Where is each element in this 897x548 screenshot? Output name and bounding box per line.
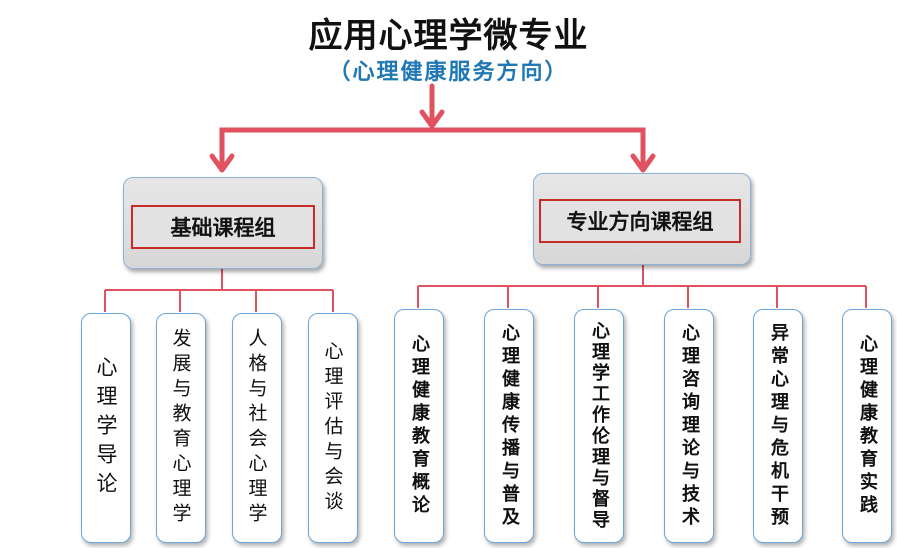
course-psychology-ethics-supervision: 心理学工作伦理与督导 <box>574 309 624 543</box>
arrow-to-specialty <box>630 153 656 173</box>
course-label: 心理咨询理论与技术 <box>679 322 700 530</box>
splitter-line <box>219 127 646 170</box>
specialty-group-label-text: 专业方向课程组 <box>566 210 714 234</box>
course-label: 人格与社会心理学 <box>245 328 268 528</box>
course-label: 心理健康教育实践 <box>857 334 878 518</box>
course-label: 心理健康传播与普及 <box>499 322 520 530</box>
basic-group-label: 基础课程组 <box>131 205 315 249</box>
course-intro-psychology: 心理学导论 <box>81 313 131 543</box>
course-counseling-theory-technique: 心理咨询理论与技术 <box>664 309 714 543</box>
course-label: 心理评估与会谈 <box>321 340 344 516</box>
diagram-subtitle: （心理健康服务方向） <box>328 59 569 85</box>
course-label: 心理学导论 <box>94 355 118 501</box>
basic-group-label-text: 基础课程组 <box>170 216 276 240</box>
course-label: 异常心理与危机干预 <box>768 322 789 530</box>
course-label: 心理学工作伦理与督导 <box>589 321 610 531</box>
specialty-group-label: 专业方向课程组 <box>539 199 741 243</box>
arrow-to-basic <box>209 153 235 173</box>
course-label: 心理健康教育概论 <box>409 334 430 518</box>
course-mental-health-education-intro: 心理健康教育概论 <box>394 309 444 543</box>
course-abnormal-crisis-intervention: 异常心理与危机干预 <box>753 309 803 543</box>
course-mental-health-education-practice: 心理健康教育实践 <box>842 309 892 543</box>
course-mental-health-communication: 心理健康传播与普及 <box>484 309 534 543</box>
course-assessment-interview: 心理评估与会谈 <box>308 313 358 543</box>
diagram-title: 应用心理学微专业 <box>308 16 589 56</box>
course-label: 发展与教育心理学 <box>169 328 192 528</box>
course-developmental-educational-psychology: 发展与教育心理学 <box>156 313 206 543</box>
course-personality-social-psychology: 人格与社会心理学 <box>232 313 282 543</box>
